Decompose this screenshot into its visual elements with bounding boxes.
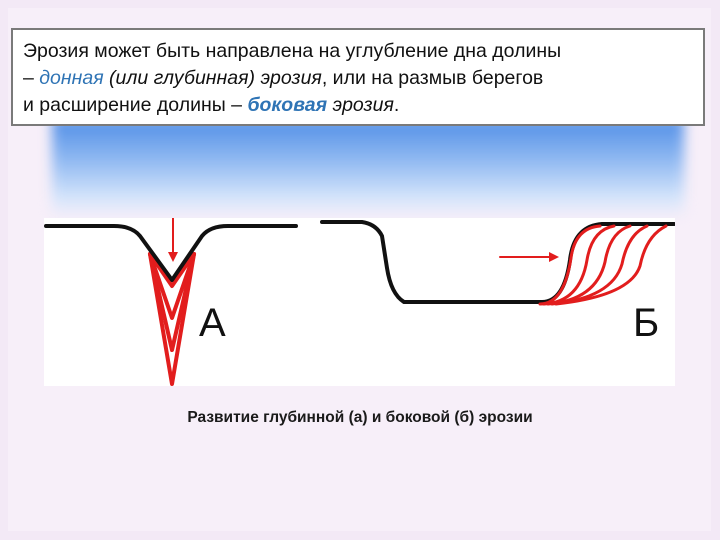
erosion-diagram: А Б bbox=[44, 218, 675, 386]
line3-end: . bbox=[393, 94, 400, 116]
line2-dash: – bbox=[23, 67, 40, 89]
text-line-3: и расширение долины – боковая эрозия. bbox=[23, 92, 693, 119]
term-lateral-erosion: эрозия bbox=[327, 94, 394, 116]
line2-rest: , или на размыв берегов bbox=[321, 67, 544, 89]
arrow-b-head bbox=[549, 252, 559, 262]
incision-4 bbox=[148, 252, 196, 386]
blue-gradient-backdrop bbox=[52, 118, 684, 218]
lateral-curve-3 bbox=[546, 224, 632, 306]
lateral-curve-2 bbox=[542, 224, 616, 306]
lateral-curve-5 bbox=[554, 224, 668, 306]
line1-text: Эрозия может быть направлена на углублен… bbox=[23, 40, 562, 62]
deep-erosion-incisions bbox=[148, 252, 196, 386]
definition-text-box: Эрозия может быть направлена на углублен… bbox=[11, 28, 705, 126]
diagram-caption: Развитие глубинной (а) и боковой (б) эро… bbox=[187, 409, 533, 426]
term-lateral: боковая bbox=[247, 94, 328, 116]
term-deep-erosion: (или глубинная) эрозия bbox=[103, 67, 322, 89]
line3-start: и расширение долины – bbox=[23, 94, 248, 116]
valley-a-profile bbox=[44, 224, 298, 282]
term-bottom-erosion: донная bbox=[39, 67, 104, 89]
erosion-diagram-svg: А Б bbox=[44, 218, 675, 386]
text-line-1: Эрозия может быть направлена на углублен… bbox=[23, 38, 693, 65]
valley-b-profile bbox=[320, 220, 544, 304]
arrow-a-head bbox=[168, 252, 178, 262]
incision-1 bbox=[148, 252, 196, 288]
label-a: А bbox=[199, 301, 226, 345]
lateral-erosion-curves bbox=[538, 224, 668, 306]
text-line-2: – донная (или глубинная) эрозия, или на … bbox=[23, 65, 693, 92]
incision-2 bbox=[148, 252, 196, 320]
label-b: Б bbox=[633, 301, 659, 345]
lateral-curve-4 bbox=[550, 224, 649, 306]
lateral-curve-1 bbox=[538, 224, 602, 306]
